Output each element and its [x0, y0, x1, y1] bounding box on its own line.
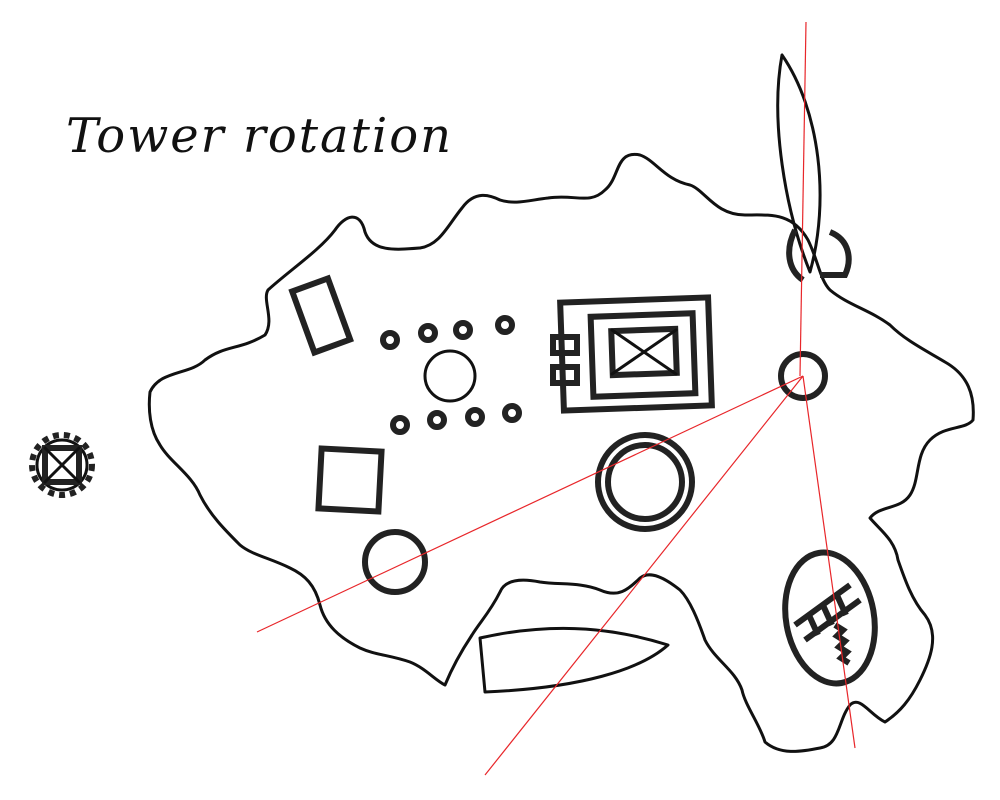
rotating-tower	[778, 351, 828, 401]
double-ring-tower	[595, 432, 695, 532]
headquarters-building	[550, 294, 715, 414]
boat-icon	[478, 626, 670, 694]
gear-icon	[29, 432, 95, 498]
building-small	[288, 274, 354, 357]
tower-base-left	[362, 529, 428, 595]
rocket-icon	[776, 53, 852, 283]
small-towers	[380, 315, 522, 435]
diagram-title: Tower rotation	[66, 108, 454, 164]
island-outline	[147, 152, 975, 753]
rotation-lines	[256, 21, 856, 776]
central-tower	[423, 349, 477, 403]
square-building	[315, 445, 385, 515]
